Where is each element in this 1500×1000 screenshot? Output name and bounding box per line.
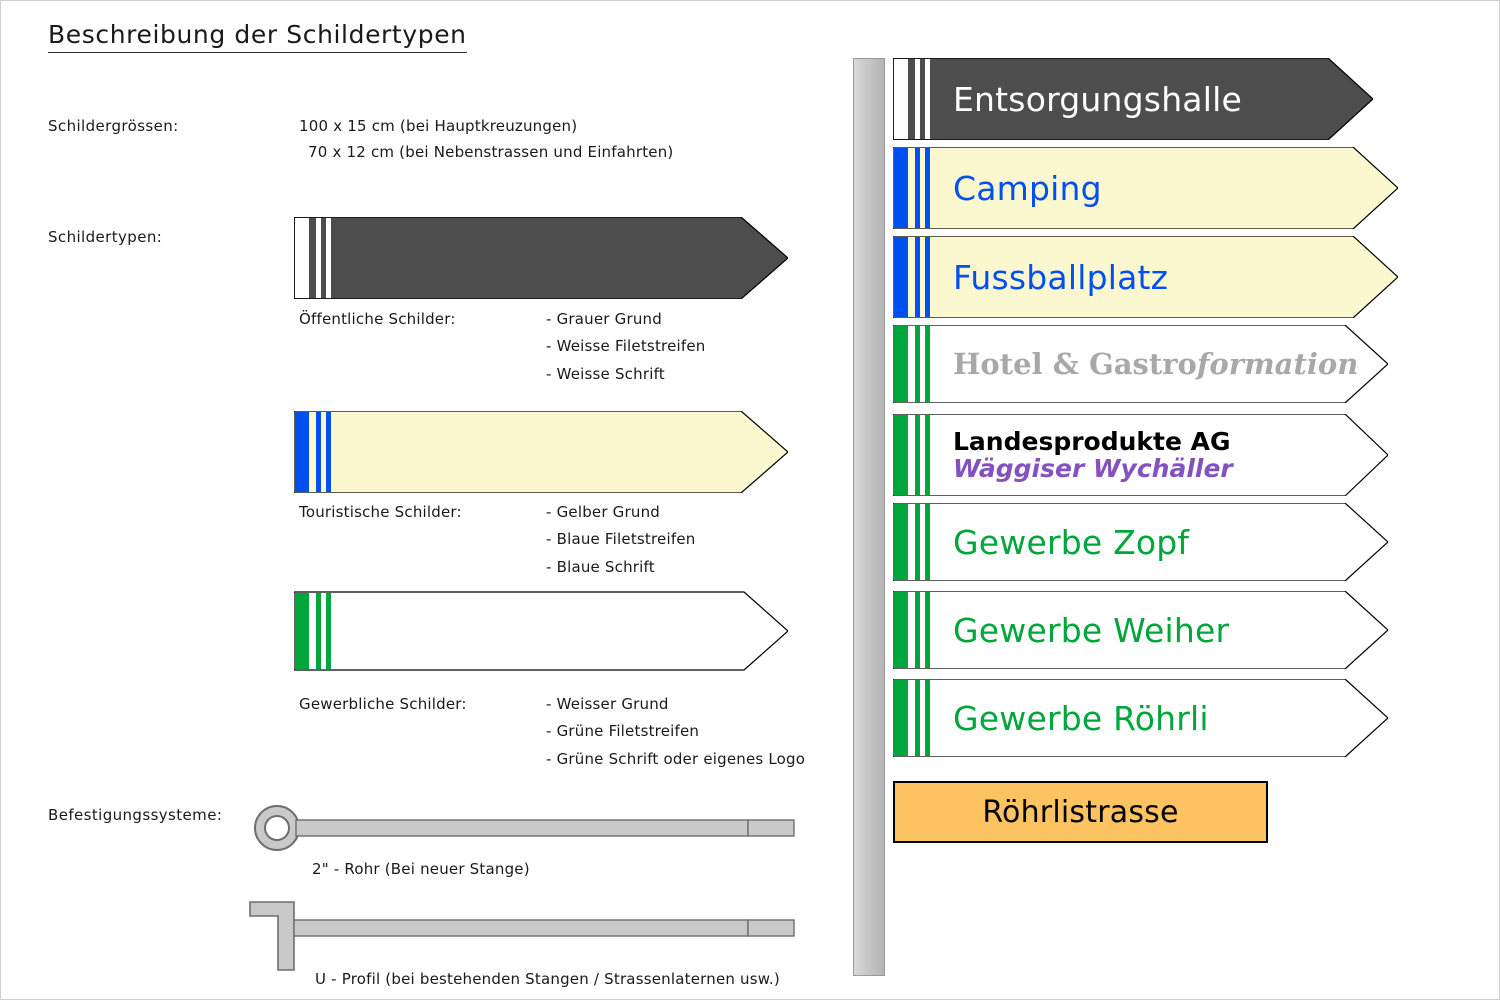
sign-gewerbe-weiher[interactable]: Gewerbe Weiher [893,591,1388,669]
sign-label: Gewerbe Weiher [953,610,1230,650]
sample-sign-tourist [294,411,788,493]
sign-label: Gewerbe Röhrli [953,698,1209,738]
type-public-bullet-2: - Weisse Filetstreifen [546,337,706,355]
mounting-pipe-icon [254,805,795,851]
sign-label: Gewerbe Zopf [953,522,1190,562]
type-public-bullet-3: - Weisse Schrift [546,365,665,383]
mounting-u-profile-icon [249,901,795,971]
street-name-plate[interactable]: Röhrlistrasse [893,781,1268,843]
type-commercial-name: Gewerbliche Schilder: [299,695,467,713]
sign-label-suffix: formation [1196,347,1359,381]
sign-label: Fussballplatz [953,257,1169,297]
size-line-2: 70 x 12 cm (bei Nebenstrassen und Einfah… [308,143,674,161]
sign-fussballplatz[interactable]: Fussballplatz [893,236,1398,318]
label-befestigungssysteme: Befestigungssysteme: [48,806,223,824]
sign-entsorgungshalle[interactable]: Entsorgungshalle [893,58,1373,140]
sign-label-secondary: Wäggiser Wychäller [953,454,1233,483]
sign-label: Camping [953,168,1102,208]
type-commercial-bullet-2: - Grüne Filetstreifen [546,722,700,740]
mounting-u-profile-caption: U - Profil (bei bestehenden Stangen / St… [315,970,780,988]
sample-sign-public [294,217,788,299]
sign-label: Hotel & Gastro [953,347,1197,381]
sign-label: Entsorgungshalle [953,79,1242,119]
sign-gewerbe-zopf[interactable]: Gewerbe Zopf [893,503,1388,581]
sign-camping[interactable]: Camping [893,147,1398,229]
type-commercial-bullet-1: - Weisser Grund [546,695,669,713]
type-public-name: Öffentliche Schilder: [299,310,456,328]
page-title: Beschreibung der Schildertypen [48,20,467,53]
size-line-1: 100 x 15 cm (bei Hauptkreuzungen) [299,117,578,135]
label-schildergroessen: Schildergrössen: [48,117,179,135]
type-tourist-bullet-1: - Gelber Grund [546,503,661,521]
sample-sign-commercial [294,591,788,671]
mounting-pipe-caption: 2" - Rohr (Bei neuer Stange) [312,860,530,878]
type-tourist-bullet-3: - Blaue Schrift [546,558,655,576]
sign-landesprodukte-ag[interactable]: Landesprodukte AG Wäggiser Wychäller [893,414,1388,496]
label-schildertypen: Schildertypen: [48,228,163,246]
type-public-bullet-1: - Grauer Grund [546,310,662,328]
type-tourist-name: Touristische Schilder: [299,503,462,521]
type-tourist-bullet-2: - Blaue Filetstreifen [546,530,696,548]
type-commercial-bullet-3: - Grüne Schrift oder eigenes Logo [546,750,806,768]
sign-label: Landesprodukte AG [953,427,1231,456]
sign-gewerbe-roehrli[interactable]: Gewerbe Röhrli [893,679,1388,757]
sign-label-block: Landesprodukte AG Wäggiser Wychäller [953,414,1233,496]
sign-pole [853,58,885,976]
street-name-label: Röhrlistrasse [982,794,1179,830]
